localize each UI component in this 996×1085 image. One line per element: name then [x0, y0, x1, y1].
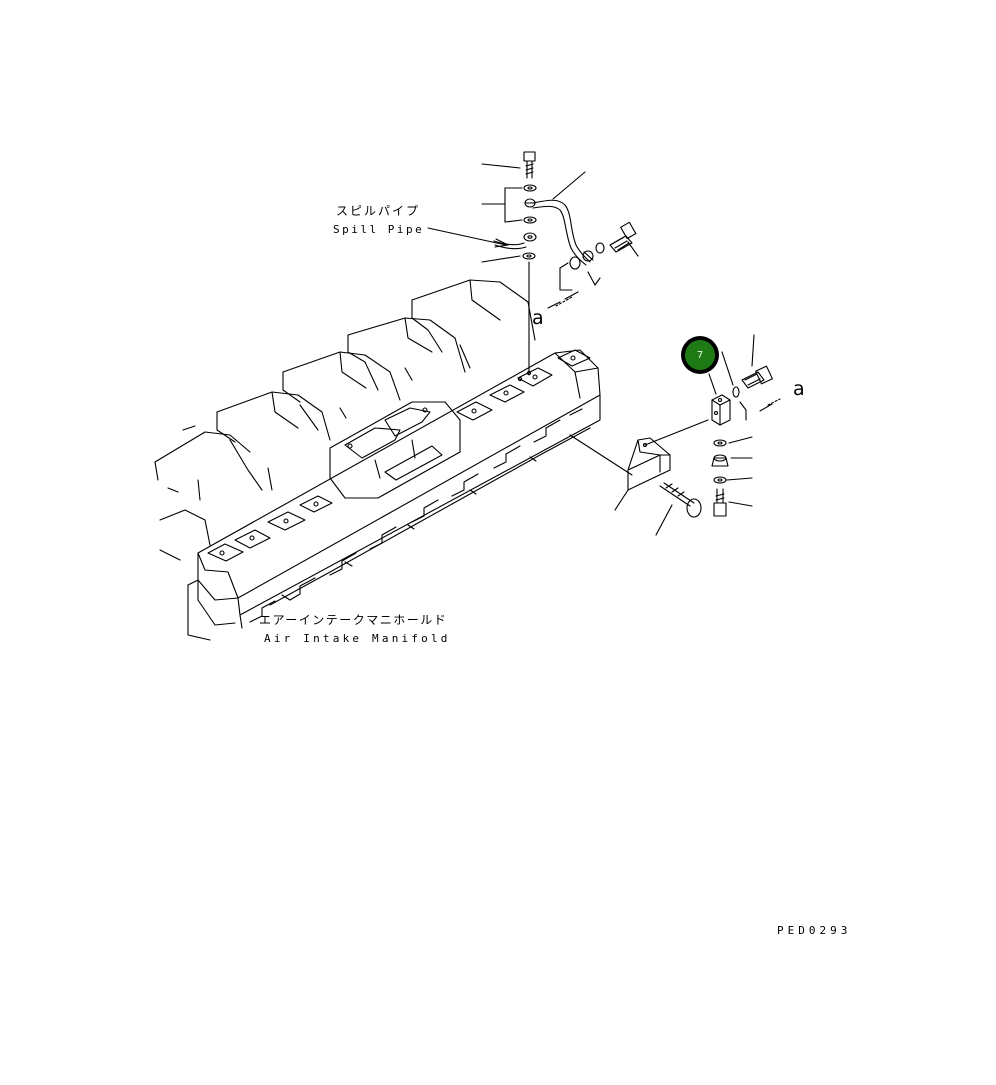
spill-pipe-label-jp: スピルパイプ	[336, 204, 421, 218]
air-intake-manifold-label-en: Air Intake Manifold	[264, 632, 451, 645]
air-intake-manifold	[187, 349, 601, 641]
spill-pipe-assembly	[427, 151, 639, 376]
callout-badge-number: 7	[685, 340, 715, 370]
callout-badge[interactable]: 7	[681, 336, 719, 374]
bracket-assembly	[569, 334, 781, 536]
air-intake-manifold-label-jp: エアーインテークマニホールド	[259, 613, 448, 627]
engine-heads	[154, 279, 536, 561]
reference-a-right: a	[793, 378, 805, 400]
drawing-code: PED0293	[777, 924, 852, 937]
reference-a-left: a	[532, 307, 544, 329]
spill-pipe-label-en: Spill Pipe	[333, 223, 425, 236]
